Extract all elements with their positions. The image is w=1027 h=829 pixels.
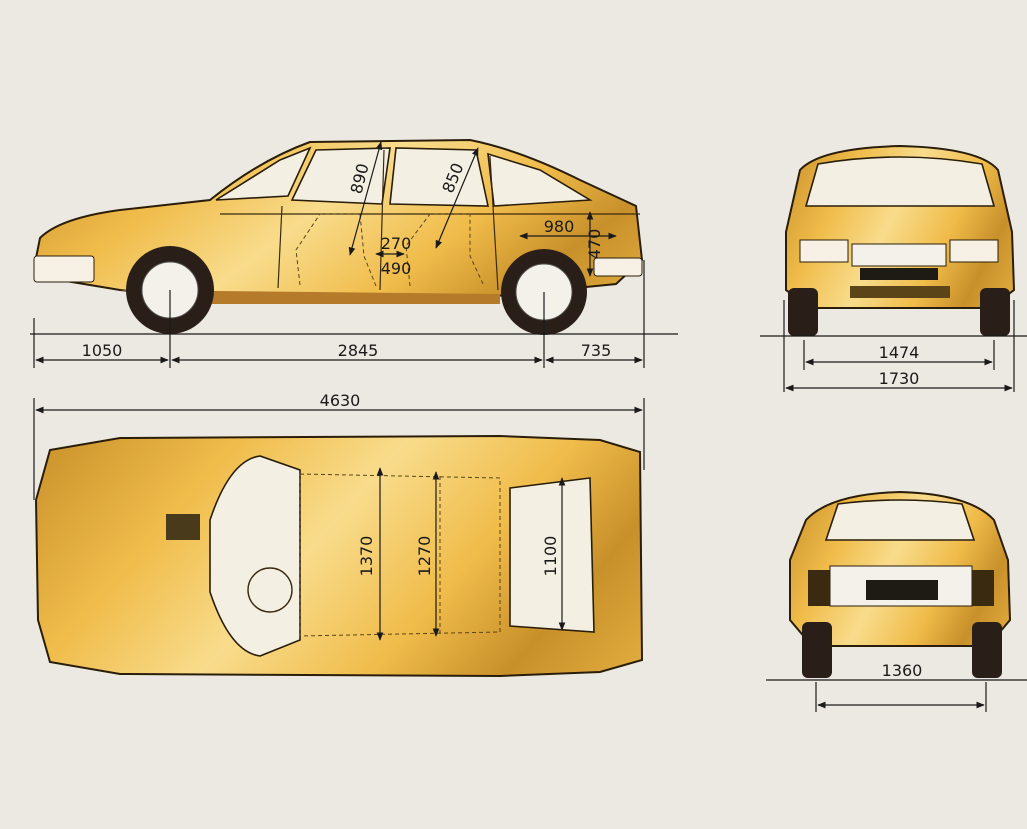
rear-tyre-left: [802, 622, 832, 678]
front-bumper: [33, 255, 95, 283]
front-air-intake: [850, 286, 950, 298]
headlight-left: [799, 239, 849, 263]
top-windshield: [209, 455, 301, 657]
dim-rear-track: 1360: [882, 661, 923, 680]
rear-quarter-window: [487, 152, 593, 207]
front-tyre-left: [788, 288, 818, 336]
dim-boot-height: 470: [585, 229, 604, 260]
front-view: 1474 1730: [760, 144, 1027, 392]
rear-bumper: [593, 257, 643, 277]
windshield: [215, 146, 312, 201]
dim-boot-length: 980: [544, 217, 575, 236]
steering-wheel: [247, 567, 293, 613]
rear-view: 1360: [766, 490, 1027, 712]
dim-legroom-a: 270: [381, 234, 412, 253]
front-grille: [851, 243, 947, 267]
top-vent: [166, 514, 200, 540]
dim-overall-length: 4630: [320, 391, 361, 410]
front-tyre-right: [980, 288, 1010, 336]
dim-overall-width: 1730: [879, 369, 920, 388]
top-body: [34, 434, 644, 678]
front-number-plate: [860, 268, 938, 280]
headlight-right: [949, 239, 999, 263]
dim-width-front: 1370: [357, 536, 376, 577]
rear-tyre-right: [972, 622, 1002, 678]
dim-front-overhang: 1050: [82, 341, 123, 360]
length-dimension-lines: [30, 260, 678, 368]
dim-boot-width: 1100: [541, 536, 560, 577]
dim-front-track: 1474: [879, 343, 920, 362]
rear-window: [824, 499, 976, 541]
dim-rear-overhang: 735: [581, 341, 612, 360]
top-view: 1370 1270 1100: [34, 434, 644, 678]
sill: [120, 290, 500, 304]
side-view: 890 850 270 490 980 470 1050 2845 735: [30, 138, 678, 368]
rear-number-plate: [866, 580, 938, 600]
tail-light-right: [972, 570, 994, 606]
front-windshield: [804, 156, 996, 207]
dim-width-rear: 1270: [415, 536, 434, 577]
tail-light-left: [808, 570, 830, 606]
dim-legroom-b: 490: [381, 259, 412, 278]
rear-side-window: [389, 147, 489, 207]
overall-length-dimension: 4630: [33, 391, 645, 500]
dim-wheelbase: 2845: [338, 341, 379, 360]
